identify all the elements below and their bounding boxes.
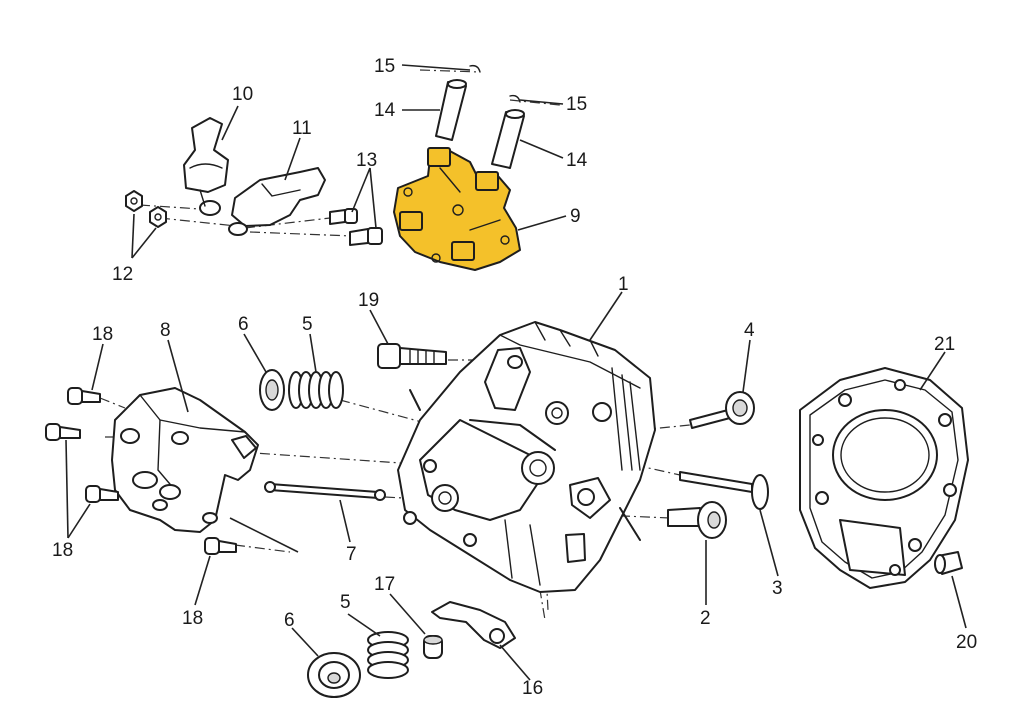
callout-18-left: 18 [52, 540, 73, 561]
spring-retainer-part-6 [259, 369, 361, 698]
valve-guide-part-2 [667, 501, 727, 539]
callout-6-lower: 6 [284, 610, 295, 631]
callout-4: 4 [744, 320, 755, 341]
valve-part-3 [679, 471, 769, 510]
nut-part-12 [125, 190, 167, 228]
callout-13: 13 [356, 150, 377, 171]
callout-numbers: 1 2 3 4 5 5 6 6 7 8 9 10 11 12 13 14 14 … [52, 56, 977, 699]
callout-18-top: 18 [92, 324, 113, 345]
callout-21: 21 [934, 334, 955, 355]
callout-3: 3 [772, 578, 783, 599]
callout-18-bottom: 18 [182, 608, 203, 629]
valve-part-4 [689, 391, 755, 429]
rocker-bracket-part-9 [393, 147, 521, 271]
valve-spring-part-5 [288, 371, 409, 679]
callout-9: 9 [570, 206, 581, 227]
callout-14-left: 14 [374, 100, 396, 121]
callout-5-lower: 5 [340, 592, 351, 613]
callout-5-upper: 5 [302, 314, 313, 335]
callout-14-right: 14 [566, 150, 588, 171]
callout-6-upper: 6 [238, 314, 249, 335]
cylinder-head-part-1 [397, 321, 656, 593]
callout-1: 1 [618, 274, 629, 295]
callout-19: 19 [358, 290, 379, 311]
callout-12: 12 [112, 264, 133, 285]
callout-10: 10 [232, 84, 253, 105]
push-rod-sleeve-part-14 [435, 79, 525, 169]
rocker-support-part-8 [111, 387, 259, 533]
dowel-pin-part-20 [934, 551, 963, 575]
valve-cap-part-17 [423, 635, 443, 659]
callout-15-right: 15 [566, 94, 587, 115]
callout-20: 20 [956, 632, 977, 653]
spring-lower [367, 631, 409, 679]
callout-7: 7 [346, 544, 357, 565]
push-rod-part-7 [264, 481, 386, 501]
clip-part-15 [469, 64, 521, 103]
callout-2: 2 [700, 608, 711, 629]
bolt-part-18 [45, 387, 237, 555]
leader-lines [65, 64, 967, 681]
callout-17: 17 [374, 574, 395, 595]
callout-11: 11 [292, 118, 312, 139]
rocker-arm-part-10 [183, 117, 229, 216]
rocker-arm-part-11 [228, 167, 326, 236]
lever-part-16 [431, 601, 516, 649]
spring-upper [288, 371, 344, 409]
bolt-part-19 [377, 343, 447, 369]
callout-15-left: 15 [374, 56, 395, 77]
callout-8: 8 [160, 320, 171, 341]
bolt-part-13 [329, 208, 383, 246]
head-gasket-part-21 [799, 367, 969, 589]
callout-16: 16 [522, 678, 543, 699]
